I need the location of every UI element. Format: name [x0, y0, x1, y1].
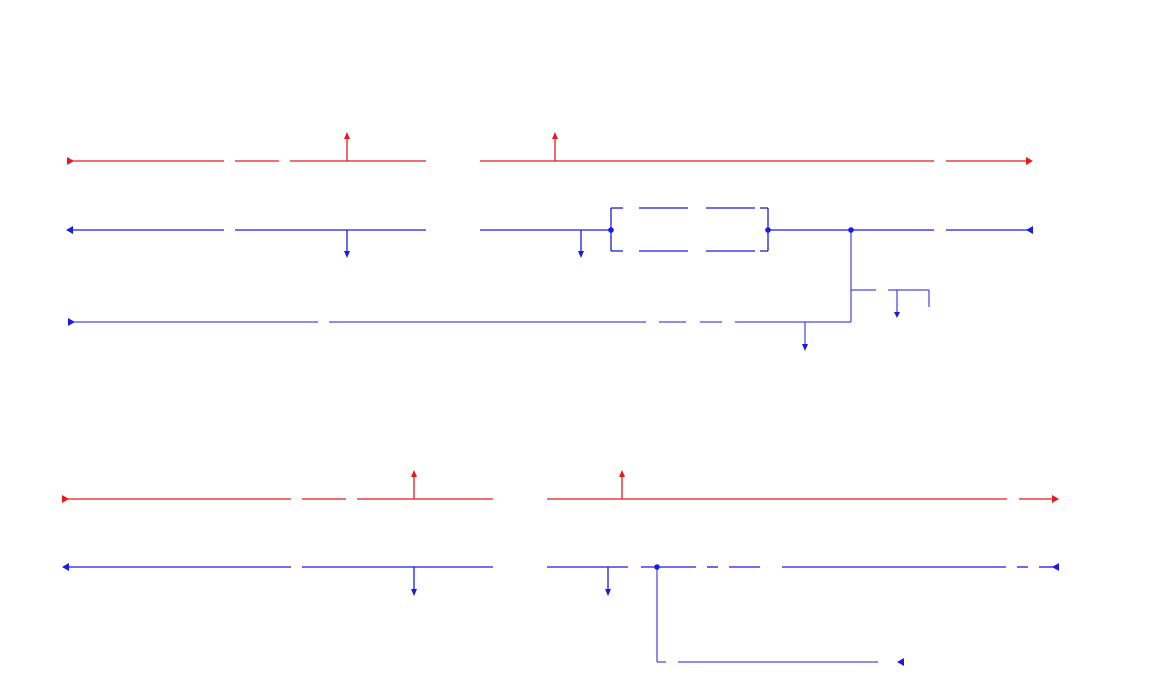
bottom-network: [62, 470, 1059, 666]
bottom-branch-line: [656, 567, 904, 666]
arrow-down-icon: [894, 312, 900, 318]
junction-node: [608, 227, 614, 233]
return-start-arrow-icon: [62, 563, 69, 571]
arrow-down-icon: [802, 344, 808, 351]
top-supply-line: [67, 132, 1033, 165]
arrow-up-icon: [344, 132, 350, 139]
bottom-supply-line: [62, 470, 1059, 503]
return-start-arrow-icon: [66, 226, 73, 234]
top-network: [66, 132, 1033, 351]
supply-end-arrow-icon: [1052, 495, 1059, 503]
arrow-up-icon: [552, 132, 558, 139]
arrow-down-icon: [344, 251, 350, 258]
branch-end-arrow-icon: [897, 658, 904, 666]
arrow-up-icon: [411, 470, 417, 477]
supply-start-arrow-icon: [62, 495, 69, 503]
arrow-up-icon: [619, 470, 625, 477]
arrow-down-icon: [411, 589, 417, 596]
junction-node: [765, 227, 771, 233]
supply-end-arrow-icon: [1026, 157, 1033, 165]
top-return-line: [66, 207, 1033, 258]
bypass-loop: [608, 207, 771, 252]
top-branch-line: [68, 230, 930, 351]
bottom-return-line: [62, 563, 1059, 596]
arrow-down-icon: [578, 251, 584, 258]
arrow-down-icon: [605, 589, 611, 596]
return-end-arrow-icon: [1026, 226, 1033, 234]
return-end-arrow-icon: [1052, 563, 1059, 571]
branch-end-arrow-icon: [68, 318, 75, 326]
